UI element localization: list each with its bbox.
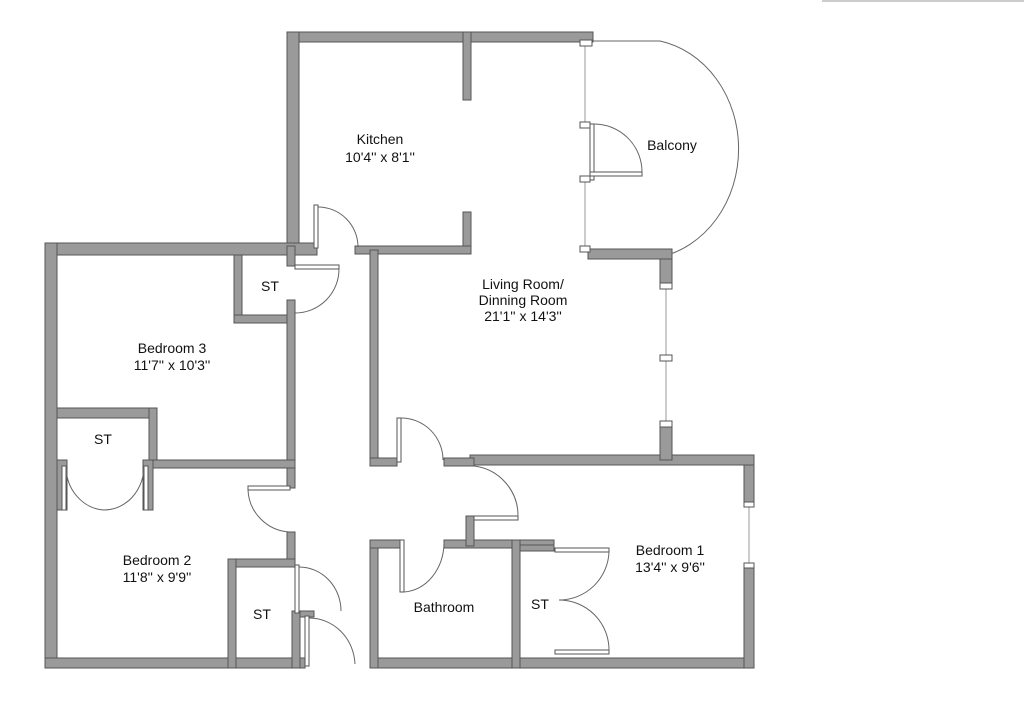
living-label-line1: Living Room/	[482, 276, 564, 292]
st-hall-label: ST	[253, 606, 271, 622]
bedroom1-label: Bedroom 1	[636, 542, 705, 558]
kitchen-label: Kitchen	[357, 131, 404, 147]
balcony-label: Balcony	[647, 137, 697, 153]
st-bedroom3-label: ST	[261, 278, 279, 294]
walls	[44, 31, 755, 669]
doors	[61, 123, 643, 667]
st-bedroom1-label: ST	[531, 596, 549, 612]
bedroom3-label: Bedroom 3	[138, 340, 207, 356]
living-label-line2: Dinning Room	[479, 292, 568, 308]
bedroom1-size: 13'4'' x 9'6''	[635, 559, 705, 575]
balcony-outline	[588, 40, 740, 258]
bedroom3-size: 11'7'' x 10'3''	[134, 357, 211, 373]
bedroom2-size: 11'8'' x 9'9''	[123, 569, 192, 585]
bathroom-label: Bathroom	[414, 599, 475, 615]
windows	[579, 39, 755, 569]
living-size: 21'1'' x 14'3''	[484, 308, 562, 324]
kitchen-size: 10'4'' x 8'1''	[345, 149, 415, 165]
st-closet-bedroom2-label: ST	[94, 431, 112, 447]
bedroom2-label: Bedroom 2	[123, 552, 192, 568]
